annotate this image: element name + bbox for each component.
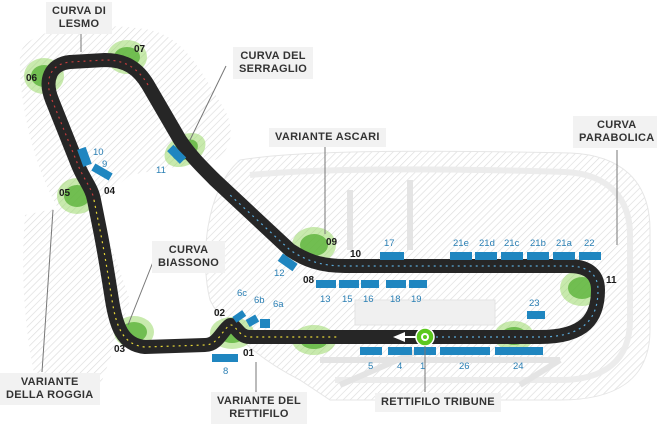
track-centre-yellow <box>93 199 340 348</box>
stand-label-6c: 6c <box>237 288 247 299</box>
turn-06-label: 06 <box>26 73 38 84</box>
stand-label-8: 8 <box>223 366 228 377</box>
stand-label-26: 26 <box>459 361 470 372</box>
grandstand-21a <box>553 252 575 260</box>
grandstand-21d <box>475 252 497 260</box>
stand-label-5: 5 <box>368 361 373 372</box>
internal-roads <box>320 180 562 388</box>
stand-label-23: 23 <box>529 298 540 309</box>
grandstand-6b <box>245 314 260 327</box>
grandstand-19 <box>409 280 427 288</box>
turn-10-label: 10 <box>350 249 362 260</box>
grandstand-21b <box>527 252 549 260</box>
label-rettifilo-tribune: RETTIFILO TRIBUNE <box>375 393 501 412</box>
grandstand-21e <box>450 252 472 260</box>
grandstand-9 <box>91 163 113 181</box>
grandstand-10 <box>77 146 92 167</box>
stand-label-15: 15 <box>342 294 353 305</box>
grandstand-23 <box>527 311 545 319</box>
start-arrow-icon <box>393 332 405 342</box>
grandstand-17 <box>380 252 404 260</box>
stand-label-13: 13 <box>320 294 331 305</box>
grandstand-12 <box>277 253 298 272</box>
stand-label-21b: 21b <box>530 238 546 249</box>
park-area-north <box>19 25 231 225</box>
stand-label-21d: 21d <box>479 238 495 249</box>
turn-01-label: 01 <box>243 348 255 359</box>
grandstand-8 <box>212 354 238 362</box>
stand-label-21a: 21a <box>556 238 573 249</box>
stand-label-9: 9 <box>102 159 107 170</box>
label-variante-ascari: VARIANTE ASCARI <box>269 128 386 147</box>
stand-label-22: 22 <box>584 238 595 249</box>
stand-label-6a: 6a <box>273 299 284 310</box>
paddock-building <box>354 299 496 326</box>
grandstands <box>77 144 601 362</box>
grandstand-5 <box>360 347 382 355</box>
label-variante-del-rettifilo: VARIANTE DEL RETTIFILO <box>211 392 308 424</box>
turn-04-label: 04 <box>104 186 116 197</box>
start-marker-core <box>423 335 427 339</box>
stand-label-19: 19 <box>411 294 422 305</box>
stand-label-1: 1 <box>420 361 425 372</box>
grandstand-18 <box>386 280 406 288</box>
stand-label-6b: 6b <box>254 295 265 306</box>
grandstand-15 <box>339 280 359 288</box>
oval-inner-road <box>249 166 633 383</box>
grandstand-11 <box>167 144 187 164</box>
track-centre-red <box>48 59 149 201</box>
stand-label-17: 17 <box>384 238 395 249</box>
turn-07-label: 07 <box>134 44 146 55</box>
label-curva-biassono: CURVA BIASSONO <box>152 241 226 273</box>
grandstand-24 <box>495 347 543 355</box>
turn-09-label: 09 <box>326 237 338 248</box>
grandstand-6a <box>260 319 270 328</box>
stand-label-12: 12 <box>274 268 285 279</box>
turn-05-label: 05 <box>59 188 71 199</box>
grandstand-26 <box>440 347 490 355</box>
stand-label-21e: 21e <box>453 238 469 249</box>
grandstand-22 <box>579 252 601 260</box>
grandstand-4 <box>388 347 412 355</box>
turn-03-label: 03 <box>114 344 126 355</box>
turn-08-label: 08 <box>303 275 315 286</box>
stand-label-4: 4 <box>397 361 402 372</box>
stand-label-11: 11 <box>156 165 166 176</box>
label-curva-di-lesmo: CURVA DI LESMO <box>46 2 113 34</box>
stand-label-10: 10 <box>93 147 104 158</box>
grandstand-13 <box>316 280 336 288</box>
label-curva-parabolica: CURVA PARABOLICA <box>573 116 657 148</box>
turn-02-label: 02 <box>214 308 226 319</box>
stand-label-16: 16 <box>363 294 374 305</box>
grandstand-6c <box>232 310 247 323</box>
label-curva-del-serraglio: CURVA DEL SERRAGLIO <box>233 47 314 79</box>
grandstand-16 <box>361 280 379 288</box>
stand-label-18: 18 <box>390 294 401 305</box>
turn-11-label: 11 <box>606 275 617 286</box>
leader-lines <box>41 34 618 392</box>
stand-label-24: 24 <box>513 361 524 372</box>
stand-label-21c: 21c <box>504 238 520 249</box>
grandstand-21c <box>501 252 523 260</box>
label-variante-della-roggia: VARIANTE DELLA ROGGIA <box>0 373 100 405</box>
